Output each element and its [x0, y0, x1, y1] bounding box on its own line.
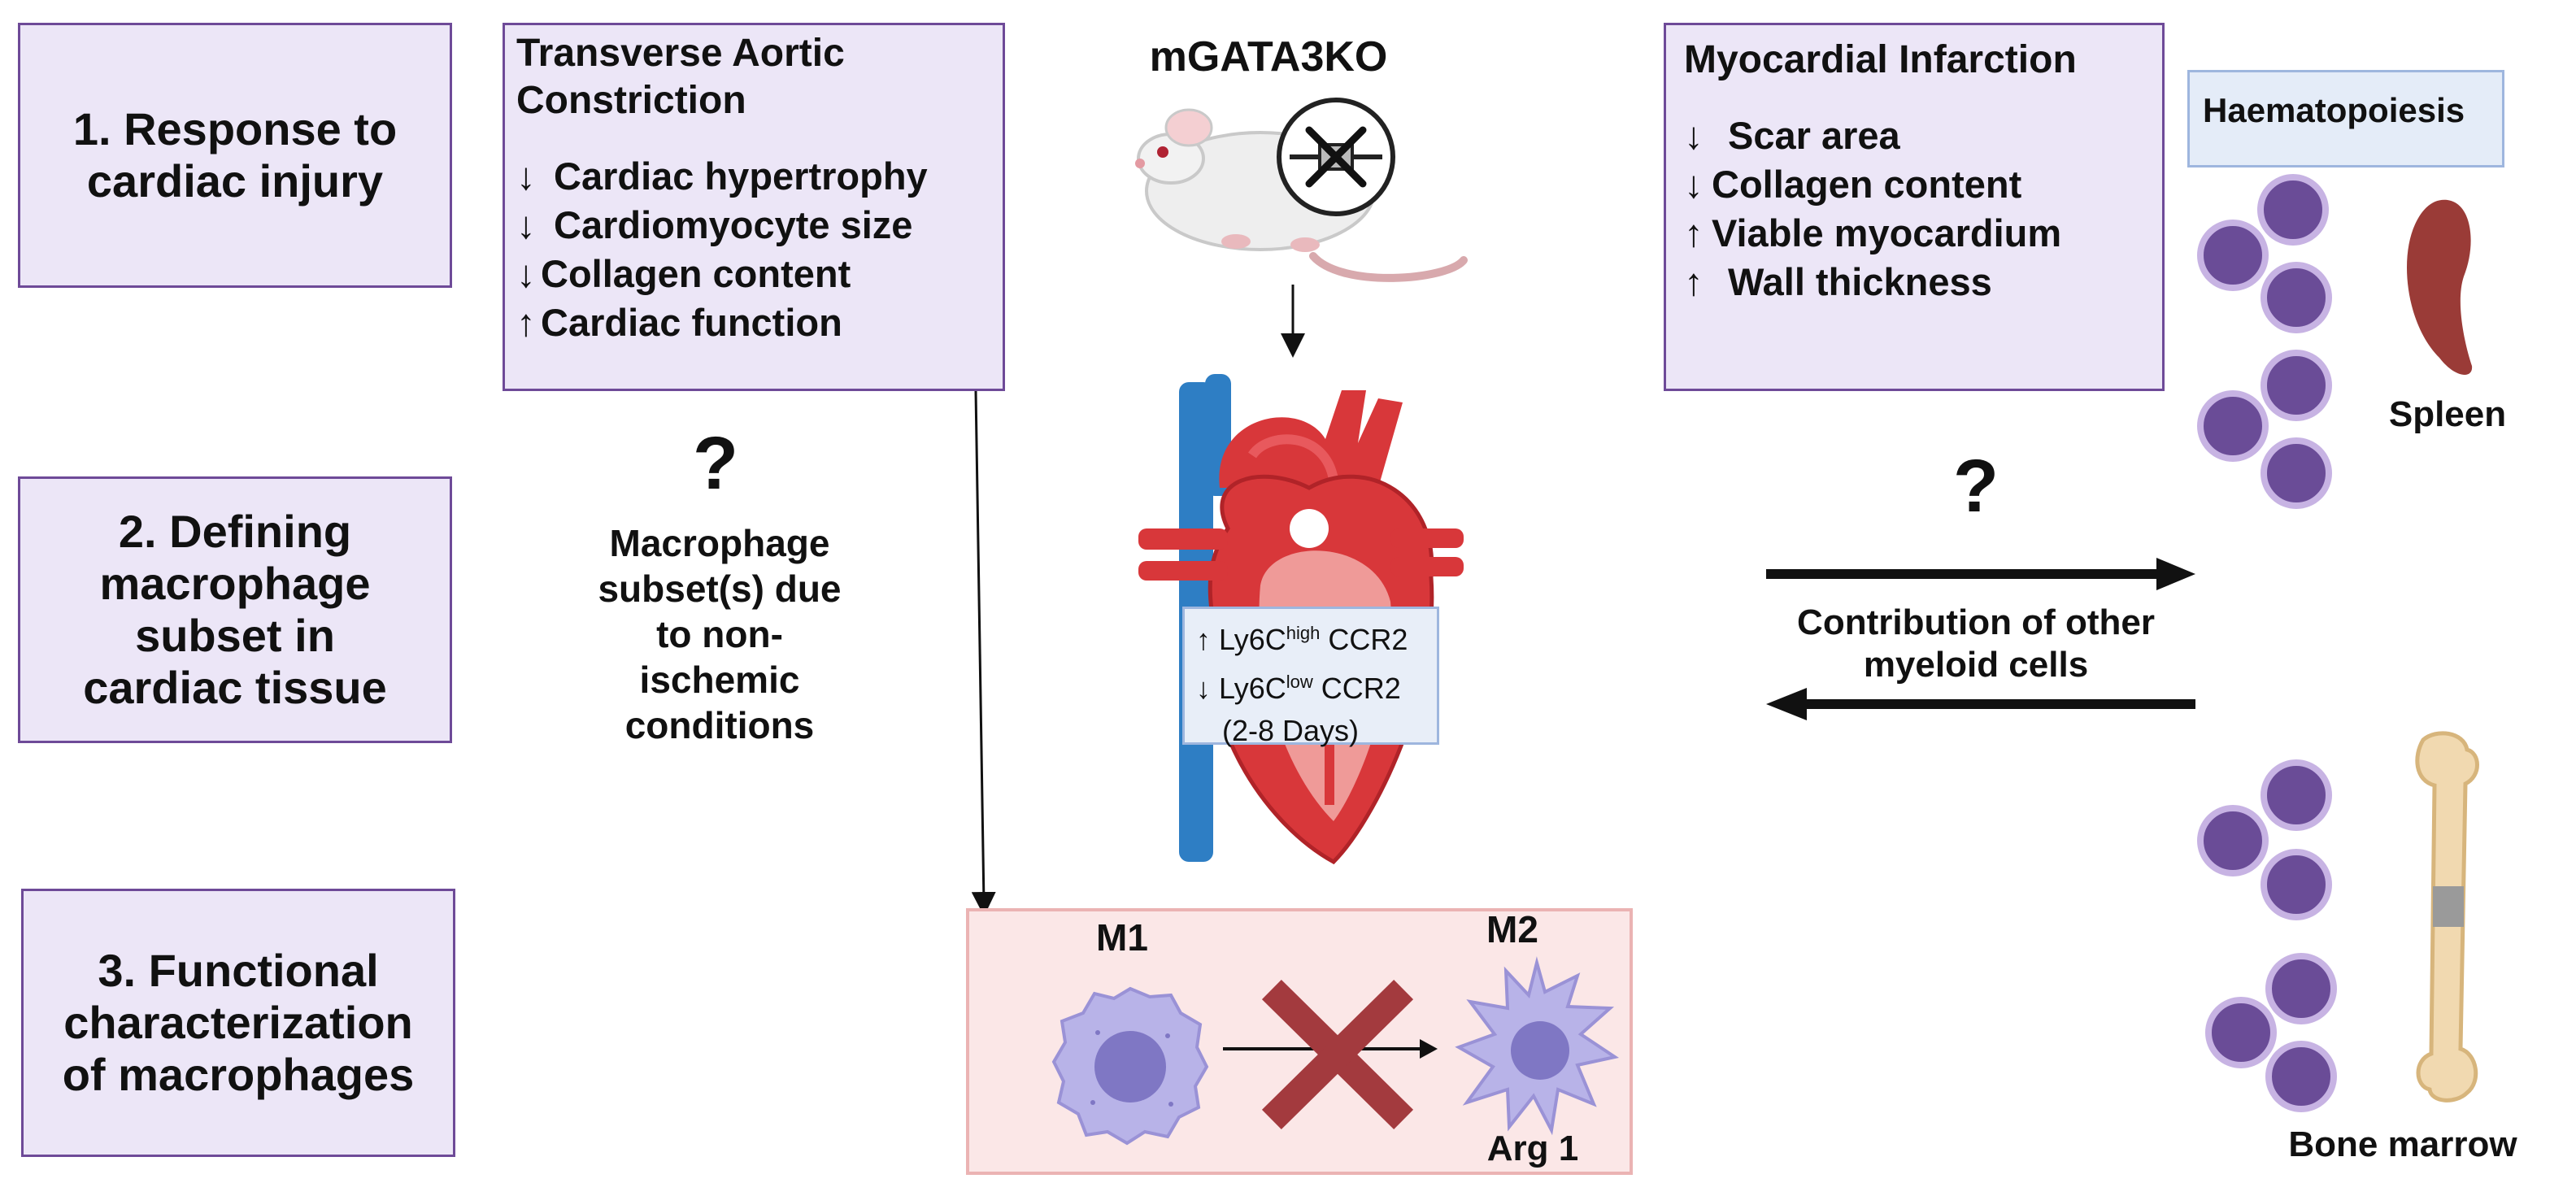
down-arrow-icon: ↓ [1684, 163, 1704, 206]
question-mark-right: ? [1952, 445, 1999, 528]
tac-to-polarization-arrow [971, 390, 996, 916]
myeloid-cell-icon [2205, 997, 2277, 1068]
tac-effect-text: Cardiac hypertrophy [554, 154, 928, 198]
haematopoiesis-label: Haematopoiesis [2203, 91, 2465, 129]
mi-effect-row: ↑ Wall thickness [1684, 258, 2162, 307]
myeloid-cell-icon [2197, 805, 2269, 876]
up-arrow-icon: ↑ [1684, 211, 1704, 254]
spleen-label: Spleen [2388, 394, 2507, 434]
contribution-label: Contribution of other myeloid cells [1797, 602, 2155, 685]
mi-effect-row: ↓Collagen content [1684, 160, 2162, 209]
mi-effect-text: Viable myocardium [1712, 211, 2062, 254]
tac-effect-text: Collagen content [541, 252, 851, 295]
ly6c-high-sup: high [1286, 623, 1321, 643]
tac-effect-row: ↓Collagen content [516, 250, 1003, 298]
spleen-icon [2407, 199, 2473, 375]
ly6c-low-prefix: Ly6C [1219, 672, 1286, 705]
tac-effect-text: Cardiomyocyte size [554, 203, 913, 246]
ly6c-low-sup: low [1286, 672, 1313, 692]
myeloid-cell-icon [2261, 759, 2332, 831]
up-arrow-icon: ↑ [1684, 260, 1704, 303]
mi-effect-row: ↓ Scar area [1684, 111, 2162, 160]
m2-macrophage-icon [1455, 956, 1620, 1136]
m1-label: M1 [1096, 916, 1148, 959]
mi-effect-text: Scar area [1728, 114, 1900, 157]
gene-knockout-icon [1277, 98, 1395, 216]
aim-3-box: 3. Functional characterization of macrop… [21, 889, 455, 1157]
down-arrow-icon: ↓ [516, 203, 536, 246]
up-arrow-icon: ↑ [1196, 623, 1211, 656]
blocked-cross-icon [1261, 979, 1414, 1130]
up-arrow-icon: ↑ [516, 301, 536, 344]
tac-effect-text: Cardiac function [541, 301, 842, 344]
mouse-label: mGATA3KO [1149, 33, 1388, 80]
bone-marrow-label: Bone marrow [2288, 1124, 2517, 1164]
mi-title: Myocardial Infarction [1684, 38, 2077, 81]
ly6c-info-box: ↑ Ly6Chigh CCR2 ↓ Ly6Clow CCR2 (2-8 Days… [1182, 607, 1439, 747]
ly6c-high-suffix: CCR2 [1320, 623, 1408, 656]
m2-label: M2 [1486, 908, 1538, 950]
myeloid-cell-icon [2257, 174, 2329, 246]
tac-effect-row: ↓ Cardiomyocyte size [516, 201, 1003, 250]
bone-marrow-cell-cluster [2197, 759, 2337, 1112]
mi-effect-text: Collagen content [1712, 163, 2022, 206]
down-arrow-icon: ↓ [516, 154, 536, 198]
down-arrow-icon: ↓ [1684, 114, 1704, 157]
arrow-to-haematopoiesis [1766, 558, 2195, 590]
duration-text: (2-8 Days) [1222, 714, 1360, 747]
myeloid-cell-icon [2261, 437, 2332, 509]
myeloid-cell-icon [2261, 350, 2332, 421]
arrow-from-haematopoiesis [1766, 688, 2195, 720]
spleen-cell-cluster [2197, 174, 2332, 509]
bone-icon [2415, 731, 2479, 1103]
m1-macrophage-icon [1051, 986, 1209, 1146]
myeloid-cell-icon [2197, 390, 2269, 462]
mi-effect-row: ↑Viable myocardium [1684, 209, 2162, 258]
myeloid-cell-icon [2261, 262, 2332, 333]
arg1-label: Arg 1 [1486, 1129, 1579, 1168]
ly6c-low-row: ↓ Ly6Clow CCR2 [1196, 661, 1437, 710]
tac-effect-row: ↓ Cardiac hypertrophy [516, 152, 1003, 201]
ly6c-low-suffix: CCR2 [1312, 672, 1401, 705]
myeloid-cell-icon [2265, 953, 2337, 1024]
myeloid-cell-icon [2261, 849, 2332, 920]
aim-1-label: 1. Response to cardiac injury [72, 103, 398, 207]
ly6c-high-prefix: Ly6C [1219, 623, 1286, 656]
haematopoiesis-box: Haematopoiesis [2187, 70, 2504, 167]
question-mark-left: ? [692, 422, 739, 505]
macrophage-subset-question: Macrophage subset(s) due to non- ischemi… [598, 522, 842, 746]
ly6c-high-row: ↑ Ly6Chigh CCR2 [1196, 612, 1437, 661]
myeloid-cell-icon [2265, 1041, 2337, 1112]
aim-3-label: 3. Functional characterization of macrop… [62, 945, 415, 1100]
down-arrow-icon: ↓ [516, 252, 536, 295]
down-arrow-icon: ↓ [1196, 672, 1211, 705]
tac-title: Transverse Aortic Constriction [516, 32, 845, 122]
aim-2-box: 2. Defining macrophage subset in cardiac… [18, 476, 452, 743]
myeloid-cell-icon [2197, 220, 2269, 291]
aim-2-label: 2. Defining macrophage subset in cardiac… [83, 506, 387, 713]
mi-box: Myocardial Infarction ↓ Scar area ↓Collag… [1664, 23, 2165, 391]
tac-effect-row: ↑Cardiac function [516, 298, 1003, 347]
aim-1-box: 1. Response to cardiac injury [18, 23, 452, 288]
mi-effect-text: Wall thickness [1728, 260, 1992, 303]
tac-box: Transverse Aortic Constriction ↓Cardiac … [503, 23, 1005, 391]
